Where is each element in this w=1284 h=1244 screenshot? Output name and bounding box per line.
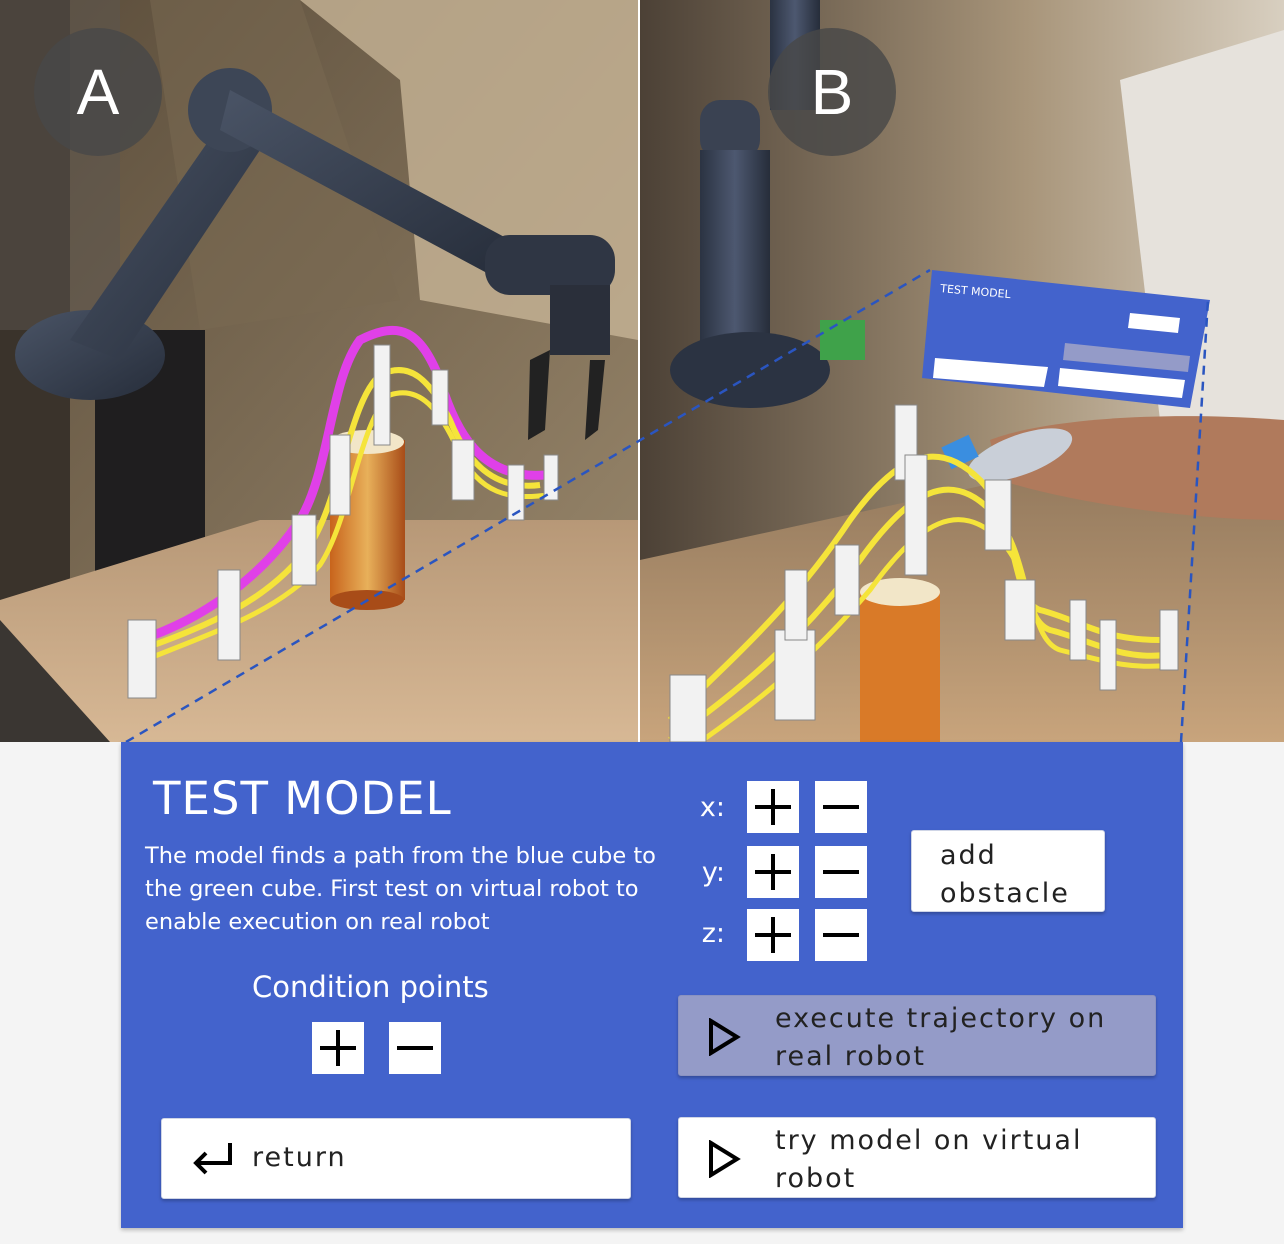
minus-icon [397, 1046, 433, 1050]
x-axis-label: x: [699, 792, 725, 823]
label-b: B [768, 28, 896, 156]
minus-icon [823, 933, 859, 937]
minus-icon [823, 805, 859, 809]
panel-description: The model finds a path from the blue cub… [145, 843, 656, 935]
try-model-label: try model on virtual robot [775, 1125, 1083, 1194]
execute-trajectory-label: execute trajectory on real robot [775, 1003, 1107, 1072]
condition-points-plus-button[interactable] [312, 1022, 364, 1074]
panel-title: TEST MODEL [153, 772, 452, 825]
x-minus-button[interactable] [815, 781, 867, 833]
svg-text:TEST MODEL: TEST MODEL [939, 282, 1012, 301]
plus-icon [755, 917, 791, 953]
plus-icon [755, 789, 791, 825]
label-a: A [34, 28, 162, 156]
snack-can-b [860, 578, 940, 742]
plus-icon [755, 854, 791, 890]
condition-points-label: Condition points [252, 970, 489, 1004]
mini-test-model-panel: TEST MODEL [922, 270, 1210, 408]
photo-b-ar-view: TEST MODEL [640, 0, 1284, 742]
z-axis-label: z: [701, 918, 725, 949]
add-obstacle-label: add obstacle [940, 840, 1070, 909]
plus-icon [320, 1030, 356, 1066]
x-plus-button[interactable] [747, 781, 799, 833]
return-label: return [252, 1142, 347, 1173]
add-obstacle-button[interactable]: add obstacle [911, 830, 1105, 912]
y-plus-button[interactable] [747, 846, 799, 898]
minus-icon [823, 870, 859, 874]
execute-trajectory-real-robot-button[interactable]: execute trajectory on real robot [678, 995, 1156, 1076]
try-model-virtual-robot-button[interactable]: try model on virtual robot [678, 1117, 1156, 1198]
y-minus-button[interactable] [815, 846, 867, 898]
play-triangle-icon [709, 1140, 741, 1178]
play-triangle-icon [709, 1018, 741, 1056]
test-model-panel: TEST MODEL The model finds a path from t… [121, 742, 1183, 1228]
return-arrow-icon [193, 1143, 232, 1175]
vr-controller [967, 428, 1073, 482]
z-plus-button[interactable] [747, 909, 799, 961]
z-minus-button[interactable] [815, 909, 867, 961]
condition-points-minus-button[interactable] [389, 1022, 441, 1074]
scene-b: TEST MODEL [640, 0, 1284, 742]
return-button[interactable]: return [161, 1118, 631, 1199]
y-axis-label: y: [701, 857, 725, 888]
